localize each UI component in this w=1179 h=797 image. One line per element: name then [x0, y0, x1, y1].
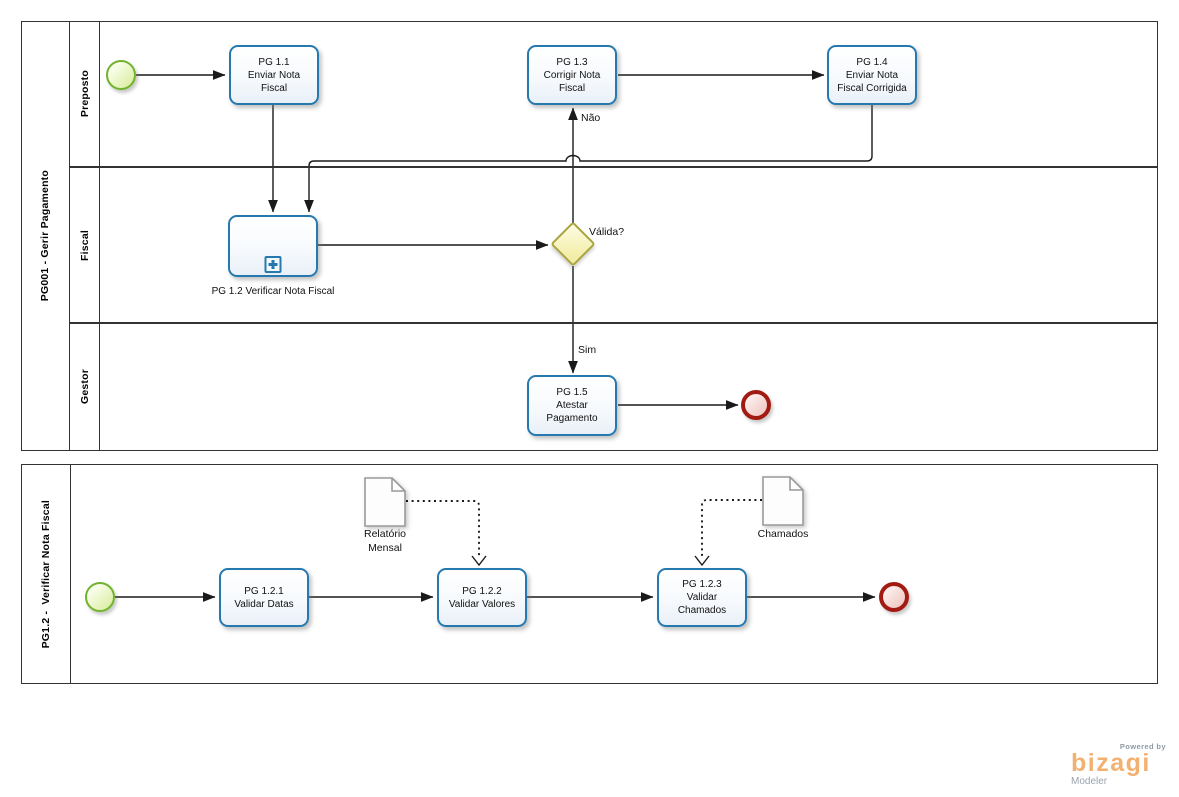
task-pg123[interactable]: PG 1.2.3 Validar Chamados — [657, 568, 747, 627]
flow-label-sim: Sim — [578, 344, 597, 356]
pool-pg12[interactable] — [21, 464, 1158, 684]
bizagi-watermark: Powered by bizagi Modeler — [1071, 742, 1166, 790]
task-pg122[interactable]: PG 1.2.2 Validar Valores — [437, 568, 527, 627]
gateway-valida-label: Válida? — [589, 226, 625, 238]
start-event-main[interactable] — [106, 60, 136, 90]
watermark-powered-by: Powered by — [1119, 742, 1166, 751]
data-object-relatorio-label: Relatório Mensal — [363, 528, 407, 554]
lane-header-fiscal[interactable]: Fiscal — [70, 167, 99, 323]
pool-pg12-title: PG1.2 - Verificar Nota Fiscal — [39, 499, 52, 649]
association-open-arrow-2 — [694, 555, 710, 567]
subprocess-pg12-label: PG 1.2 Verificar Nota Fiscal — [211, 286, 335, 297]
end-event-sub[interactable] — [879, 582, 909, 612]
data-object-chamados[interactable] — [762, 476, 804, 526]
pool-pg001-title-band[interactable]: PG001 - Gerir Pagamento — [21, 21, 70, 451]
data-object-relatorio[interactable] — [364, 477, 406, 527]
lane-header-gestor[interactable]: Gestor — [70, 323, 99, 451]
task-pg15[interactable]: PG 1.5 Atestar Pagamento — [527, 375, 617, 436]
task-pg11[interactable]: PG 1.1 Enviar Nota Fiscal — [229, 45, 319, 105]
flow-label-nao: Não — [581, 112, 601, 124]
watermark-modeler: Modeler — [1071, 776, 1108, 787]
association-open-arrow-1 — [471, 555, 487, 567]
task-pg121[interactable]: PG 1.2.1 Validar Datas — [219, 568, 309, 627]
start-event-sub[interactable] — [85, 582, 115, 612]
subprocess-plus-icon — [264, 256, 282, 273]
pool-pg001-title: PG001 - Gerir Pagamento — [39, 170, 51, 302]
pool-pg12-title-band[interactable]: PG1.2 - Verificar Nota Fiscal — [21, 464, 71, 684]
task-pg14[interactable]: PG 1.4 Enviar Nota Fiscal Corrigida — [827, 45, 917, 105]
lane-label-fiscal: Fiscal — [78, 229, 91, 261]
lane-label-gestor: Gestor — [78, 369, 91, 405]
task-pg13[interactable]: PG 1.3 Corrigir Nota Fiscal — [527, 45, 617, 105]
bizagi-logo: bizagi — [1071, 749, 1151, 777]
pool-pg001[interactable] — [21, 21, 1158, 451]
lane-band-divider — [98, 21, 100, 451]
end-event-main[interactable] — [741, 390, 771, 420]
lane-label-preposto: Preposto — [78, 70, 91, 118]
subprocess-pg12[interactable] — [228, 215, 318, 277]
data-object-chamados-label: Chamados — [757, 528, 809, 540]
association-chamados-to-pg123[interactable] — [701, 499, 762, 558]
association-relatorio-to-pg122[interactable] — [406, 500, 480, 558]
lane-divider-preposto-fiscal — [70, 166, 1158, 168]
document-icon — [762, 476, 804, 526]
lane-divider-fiscal-gestor — [70, 322, 1158, 324]
document-icon — [364, 477, 406, 527]
lane-header-preposto[interactable]: Preposto — [70, 21, 99, 167]
